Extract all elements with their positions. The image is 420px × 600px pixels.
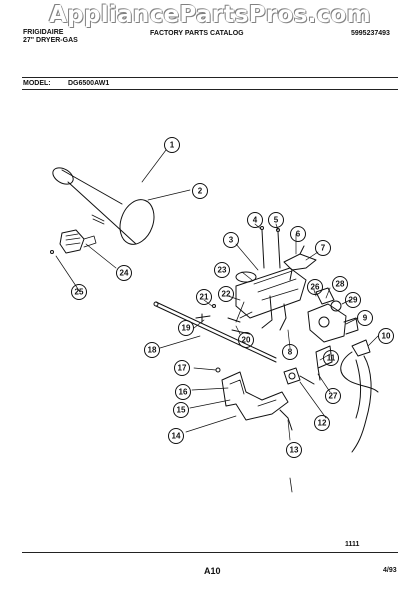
callout-22: 22 [222,290,231,299]
model-label: MODEL: [23,80,51,87]
callout-24: 24 [120,269,129,278]
header-rule-top [22,77,398,78]
mounting-bracket [221,371,289,421]
callout-12: 12 [318,419,327,428]
callout-1: 1 [170,141,175,150]
callout-5: 5 [274,216,279,225]
gas-fittings [283,345,333,385]
callout-25: 25 [75,288,84,297]
callout-21: 21 [200,293,209,302]
burner-assembly [235,267,307,331]
callout-10: 10 [382,332,391,341]
header-rule-bottom [22,89,398,90]
leader-lines [55,149,379,441]
product-label: 27" DRYER-GAS [23,37,78,44]
callout-16: 16 [179,388,188,397]
callout-15: 15 [177,406,186,415]
callout-17: 17 [178,364,187,373]
callout-29: 29 [349,296,358,305]
footer-date: 4/93 [383,567,397,574]
footer-small-note: 1111 [345,541,360,548]
catalog-number: 5995237493 [351,30,390,37]
callout-3: 3 [229,236,234,245]
callout-23: 23 [218,266,227,275]
callout-6: 6 [296,230,301,239]
footer-page-label: A10 [204,566,221,576]
callout-circles [71,137,394,458]
connector-block [50,229,97,254]
model-value: DG6500AW1 [68,80,110,87]
callout-8: 8 [288,348,293,357]
screws [195,304,251,373]
gas-pipe [153,301,277,363]
callout-27: 27 [329,392,338,401]
callout-9: 9 [363,314,368,323]
callout-28: 28 [336,280,345,289]
callout-20: 20 [242,336,251,345]
callout-2: 2 [198,187,203,196]
watermark: AppliancePartsPros.com [49,2,371,28]
lower-bracket [279,409,293,493]
igniter-bracket [283,245,317,281]
callout-19: 19 [182,324,191,333]
callout-7: 7 [321,244,326,253]
wire-harness [340,339,379,453]
footer-rule [22,552,398,553]
callout-11: 11 [327,354,336,363]
callout-26: 26 [311,283,320,292]
callout-14: 14 [172,432,181,441]
gas-valve [307,287,359,343]
brand-label: FRIGIDAIRE [23,29,64,36]
probe-rods [260,226,281,269]
callout-13: 13 [290,446,299,455]
callout-18: 18 [148,346,157,355]
catalog-title: FACTORY PARTS CATALOG [150,30,244,37]
callout-4: 4 [253,216,258,225]
drum-tube [52,167,155,245]
